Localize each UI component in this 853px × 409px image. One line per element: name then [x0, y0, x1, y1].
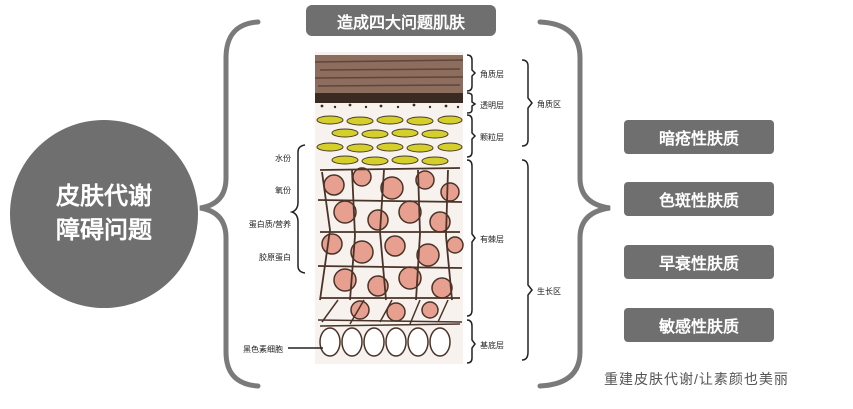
metabolism-circle: 皮肤代谢 障碍问题 [10, 120, 198, 308]
label-stratum-basale: 基底层 [480, 341, 504, 350]
left-main-brace [199, 19, 261, 389]
slogan: 重建皮肤代谢/让素颜也美丽 [604, 371, 789, 387]
label-corneum-zone: 角质区 [537, 100, 561, 109]
left-small-brace [289, 144, 306, 274]
top-title: 造成四大问题肌肤 [306, 5, 496, 36]
layer-brackets [466, 54, 533, 364]
label-water: 水份 [275, 154, 291, 163]
circle-line-2: 障碍问题 [56, 217, 152, 244]
right-main-brace [537, 19, 611, 389]
label-stratum-lucidum: 透明层 [480, 101, 504, 110]
label-stratum-corneum: 角质层 [480, 70, 504, 79]
problem-acne-skin: 暗疮性肤质 [624, 120, 774, 154]
skin-section [314, 52, 464, 364]
label-collagen: 胶原蛋白 [259, 253, 291, 262]
label-growth-zone: 生长区 [537, 287, 561, 296]
label-melanocyte: 黑色素细胞 [243, 345, 283, 354]
label-stratum-granulosum: 颗粒层 [480, 133, 504, 142]
label-protein: 蛋白质/营养 [248, 220, 291, 229]
circle-line-1: 皮肤代谢 [56, 183, 152, 210]
problem-sensitive-skin: 敏感性肤质 [624, 308, 774, 342]
problem-aging-skin: 早衰性肤质 [624, 245, 774, 279]
problem-spotted-skin: 色斑性肤质 [624, 182, 774, 216]
label-oxygen: 氧份 [275, 186, 291, 195]
label-stratum-spinosum: 有棘层 [480, 235, 504, 244]
